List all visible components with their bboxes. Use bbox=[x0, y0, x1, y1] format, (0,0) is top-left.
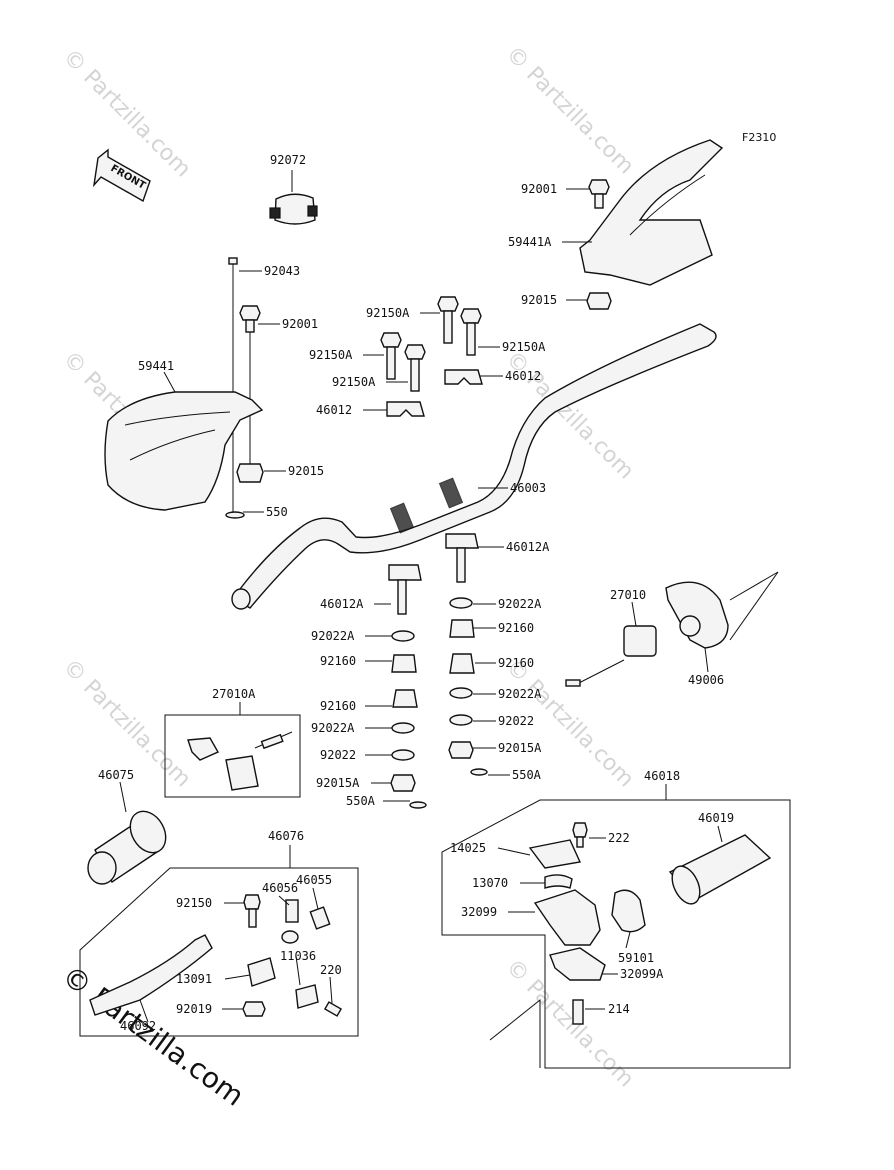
label-214: 214 bbox=[608, 1002, 630, 1016]
part-labels: 92072 92043 92001 59441 92015 550 92001 … bbox=[98, 153, 734, 1033]
switch-and-throttle-housing bbox=[565, 571, 779, 687]
label-46092: 46092 bbox=[120, 1019, 156, 1033]
label-92001: 92001 bbox=[282, 317, 318, 331]
label-92072: 92072 bbox=[270, 153, 306, 167]
handlebar-clamp-bolts bbox=[380, 296, 483, 417]
label-46003: 46003 bbox=[510, 481, 546, 495]
label-32099A: 32099A bbox=[620, 967, 664, 981]
label-92150: 92150 bbox=[176, 896, 212, 910]
label-92022A: 92022A bbox=[498, 597, 542, 611]
label-46076: 46076 bbox=[268, 829, 304, 843]
label-92019: 92019 bbox=[176, 1002, 212, 1016]
box-46076 bbox=[79, 845, 359, 1037]
label-92160: 92160 bbox=[320, 654, 356, 668]
label-92015: 92015 bbox=[288, 464, 324, 478]
label-92150A: 92150A bbox=[332, 375, 376, 389]
label-14025: 14025 bbox=[450, 841, 486, 855]
label-46075: 46075 bbox=[98, 768, 134, 782]
label-550A: 550A bbox=[512, 768, 542, 782]
label-32099: 32099 bbox=[461, 905, 497, 919]
label-92160: 92160 bbox=[320, 699, 356, 713]
label-92001: 92001 bbox=[521, 182, 557, 196]
label-92150A: 92150A bbox=[309, 348, 353, 362]
label-11036: 11036 bbox=[280, 949, 316, 963]
label-550: 550 bbox=[266, 505, 288, 519]
label-92022: 92022 bbox=[498, 714, 534, 728]
label-92015A: 92015A bbox=[498, 741, 542, 755]
label-46055: 46055 bbox=[296, 873, 332, 887]
label-49006: 49006 bbox=[688, 673, 724, 687]
label-27010A: 27010A bbox=[212, 687, 256, 701]
label-92022A: 92022A bbox=[311, 721, 355, 735]
label-46019: 46019 bbox=[698, 811, 734, 825]
label-46012: 46012 bbox=[505, 369, 541, 383]
label-59441A: 59441A bbox=[508, 235, 552, 249]
label-92015A: 92015A bbox=[316, 776, 360, 790]
label-92160: 92160 bbox=[498, 656, 534, 670]
label-92150A: 92150A bbox=[502, 340, 546, 354]
front-arrow-icon: FRONT bbox=[92, 148, 151, 203]
label-59101: 59101 bbox=[618, 951, 654, 965]
label-92022A: 92022A bbox=[311, 629, 355, 643]
label-92160: 92160 bbox=[498, 621, 534, 635]
watermarks: © Partzilla.com © Partzilla.com © Partzi… bbox=[56, 42, 639, 1113]
label-59441: 59441 bbox=[138, 359, 174, 373]
left-handguard-group bbox=[104, 193, 318, 519]
label-46056: 46056 bbox=[262, 881, 298, 895]
label-46012A: 46012A bbox=[506, 540, 550, 554]
label-92022A: 92022A bbox=[498, 687, 542, 701]
label-46018: 46018 bbox=[644, 769, 680, 783]
handlebar bbox=[231, 323, 717, 610]
label-13070: 13070 bbox=[472, 876, 508, 890]
label-13091: 13091 bbox=[176, 972, 212, 986]
right-handguard-group bbox=[579, 139, 724, 310]
figure-code: F2310 bbox=[742, 131, 776, 144]
label-92015: 92015 bbox=[521, 293, 557, 307]
label-220: 220 bbox=[320, 963, 342, 977]
label-46012A: 46012A bbox=[320, 597, 364, 611]
leader-lines bbox=[119, 170, 723, 1023]
label-27010: 27010 bbox=[610, 588, 646, 602]
left-grip bbox=[87, 810, 167, 885]
label-550A: 550A bbox=[346, 794, 376, 808]
box-27010A bbox=[164, 702, 301, 798]
box-46018 bbox=[441, 784, 791, 1069]
label-92043: 92043 bbox=[264, 264, 300, 278]
watermark: © Partzilla.com bbox=[501, 42, 639, 180]
label-46012: 46012 bbox=[316, 403, 352, 417]
label-92150A: 92150A bbox=[366, 306, 410, 320]
label-222: 222 bbox=[608, 831, 630, 845]
lower-clamp-stack bbox=[388, 533, 488, 809]
watermark: © Partzilla.com bbox=[58, 45, 196, 183]
label-92022: 92022 bbox=[320, 748, 356, 762]
